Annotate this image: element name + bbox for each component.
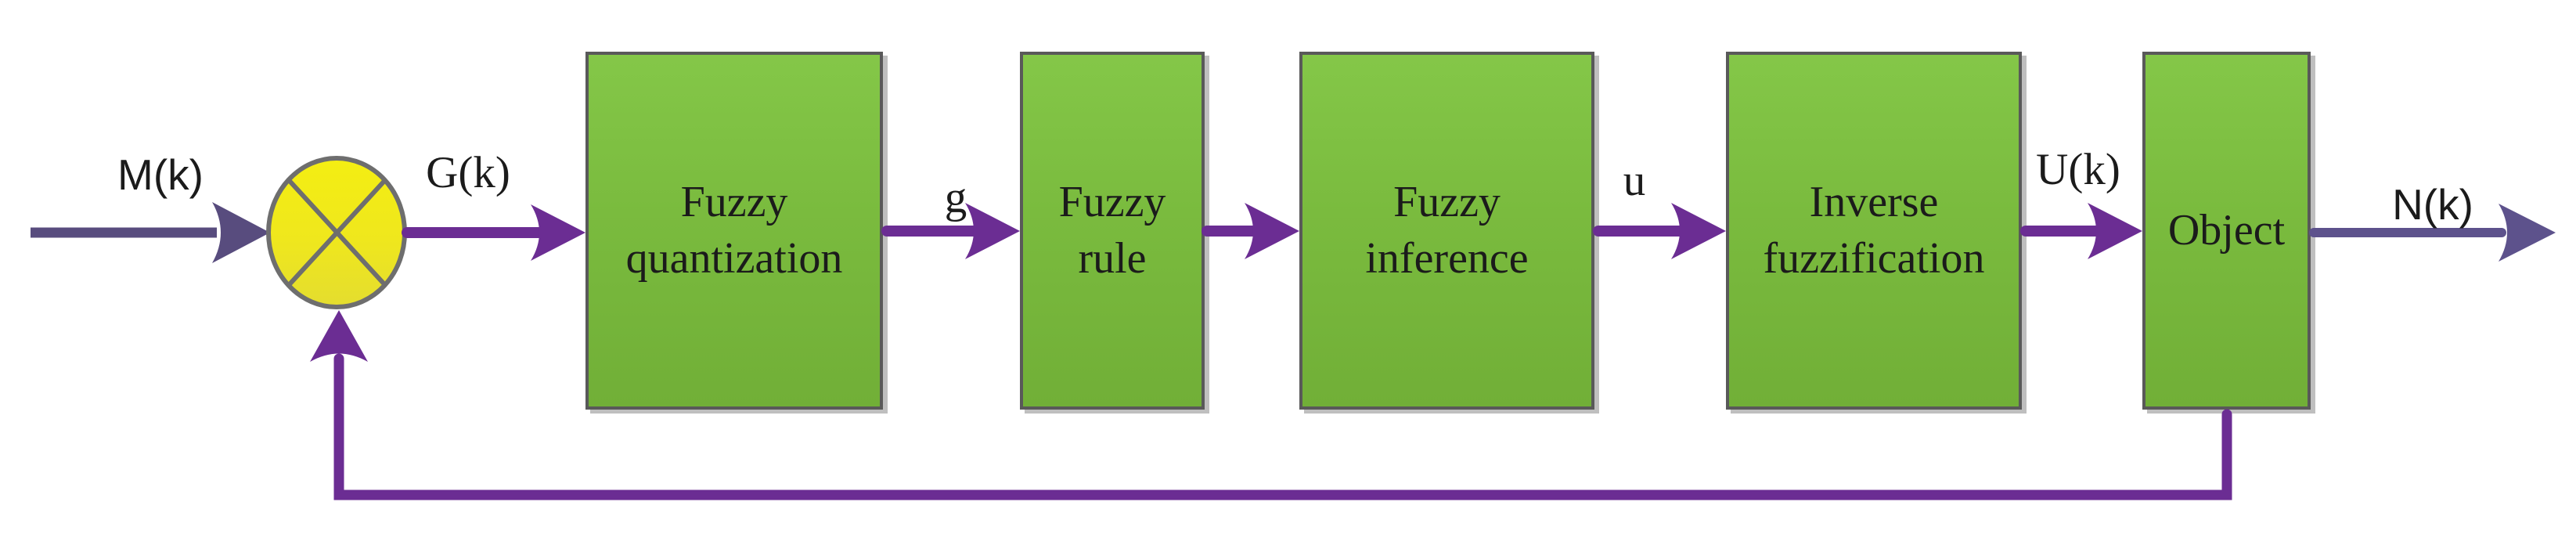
arrow-quantization-to-rule [881, 203, 1020, 259]
input-arrow [31, 202, 270, 263]
block-label-line: rule [1078, 233, 1147, 283]
block-label-line: Fuzzy [1058, 177, 1166, 226]
block-object-label: Object [2168, 203, 2285, 259]
block-label-line: inference [1365, 233, 1529, 283]
block-inverse-fuzzification: Inverse fuzzification [1726, 52, 2022, 410]
signal-label-uk: U(k) [2036, 145, 2120, 194]
arrowhead-icon [531, 204, 585, 261]
arrowhead-icon [2088, 203, 2142, 259]
block-fuzzy-quantization: Fuzzy quantization [585, 52, 883, 410]
arrow-defuzzification-to-object [2020, 203, 2142, 259]
arrow-inference-to-defuzzification [1593, 203, 1726, 259]
multiplication-junction-icon [266, 156, 407, 309]
block-fuzzy-inference-label: Fuzzy inference [1365, 175, 1528, 287]
block-label-line: Object [2167, 205, 2286, 255]
block-fuzzy-rule-label: Fuzzy rule [1059, 175, 1166, 287]
arrow-junction-to-quantization [402, 204, 585, 261]
signal-label-u: u [1623, 156, 1646, 205]
block-fuzzy-inference: Fuzzy inference [1299, 52, 1594, 410]
block-label-line: fuzzification [1763, 233, 1985, 283]
arrowhead-icon [1671, 203, 1726, 259]
feedback-arrowhead-icon [310, 310, 368, 362]
signal-label-g: g [944, 173, 967, 222]
block-label-line: Fuzzy [680, 177, 788, 226]
block-fuzzy-quantization-label: Fuzzy quantization [626, 175, 843, 287]
block-inverse-fuzzification-label: Inverse fuzzification [1764, 175, 1985, 287]
output-arrow [2309, 204, 2556, 262]
signal-label-junction-out: G(k) [426, 148, 510, 197]
block-object: Object [2142, 52, 2311, 410]
signal-label-input: M(k) [117, 150, 204, 199]
block-label-line: Inverse [1809, 177, 1939, 226]
signal-label-output: N(k) [2392, 180, 2473, 229]
arrow-rule-to-inference [1202, 203, 1299, 259]
block-label-line: Fuzzy [1393, 177, 1501, 226]
block-label-line: quantization [625, 233, 843, 283]
arrowhead-icon [965, 203, 1020, 259]
output-arrowhead-icon [2499, 204, 2556, 262]
arrowhead-icon [1245, 203, 1299, 259]
feedback-line [310, 310, 2232, 500]
input-arrowhead-icon [212, 202, 270, 263]
